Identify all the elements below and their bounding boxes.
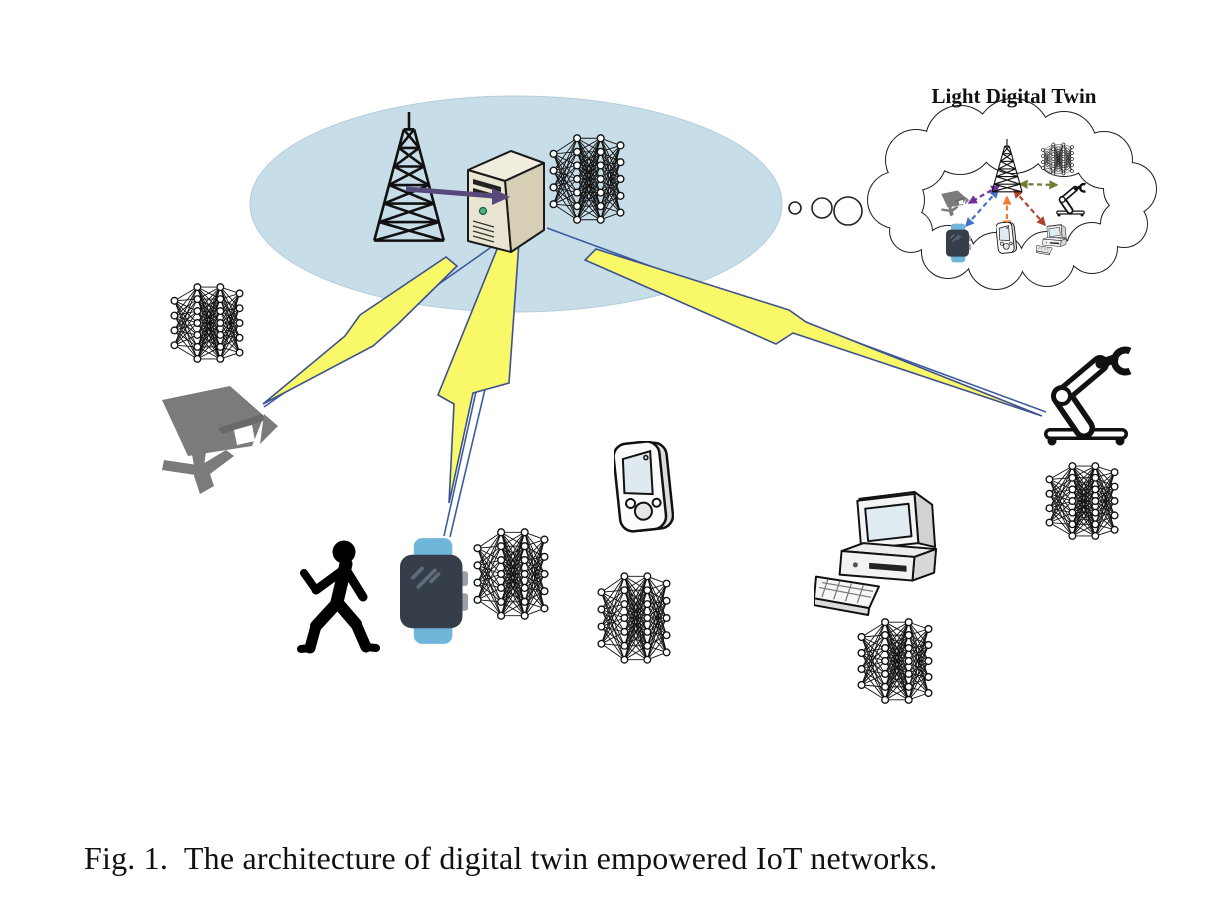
twin-neural-network-icon: [1041, 142, 1074, 176]
twin-camera-icon: [941, 190, 970, 217]
robot-arm-icon: [1048, 350, 1131, 446]
bolt-to-camera: [262, 256, 459, 405]
bolt-to-watch: [436, 226, 521, 504]
pda-icon: [614, 441, 674, 534]
base-station-tower-icon: [372, 112, 446, 242]
twin-sync-arrow-robot: [1018, 179, 1059, 190]
neural-network-icon-pda: [597, 572, 671, 664]
twin-robot-arm-icon: [1057, 184, 1085, 216]
twin-pda-icon: [996, 222, 1017, 255]
lightning-bolts: [262, 226, 1043, 504]
backhaul-arrowhead: [492, 188, 510, 205]
bolt-to-robot: [583, 248, 1043, 417]
twin-sync-arrow-computer: [1012, 188, 1047, 227]
cloud-title: Light Digital Twin: [932, 84, 1097, 108]
twin-base-station-icon: [991, 139, 1023, 193]
neural-network-icon-robot: [1045, 462, 1119, 540]
neural-network-icon-edge: [549, 134, 625, 224]
thought-bubble-trail: [788, 196, 863, 226]
desktop-computer-icon: [814, 490, 938, 617]
digital-twin-cloud: [867, 98, 1157, 290]
neural-network-icon-camera: [170, 283, 244, 363]
twin-sync-arrows: [964, 179, 1059, 230]
pedestrian-icon: [297, 540, 380, 654]
neural-network-icon-computer: [857, 618, 933, 704]
smartwatch-icon: [400, 537, 468, 645]
figure-caption: Fig. 1. The architecture of digital twin…: [84, 840, 938, 876]
edge-server-icon: [467, 150, 545, 253]
twin-sync-arrow-camera: [967, 185, 1001, 204]
backhaul-arrow: [405, 186, 510, 205]
neural-network-icon-watch: [473, 528, 549, 620]
surveillance-camera-icon: [162, 386, 278, 494]
